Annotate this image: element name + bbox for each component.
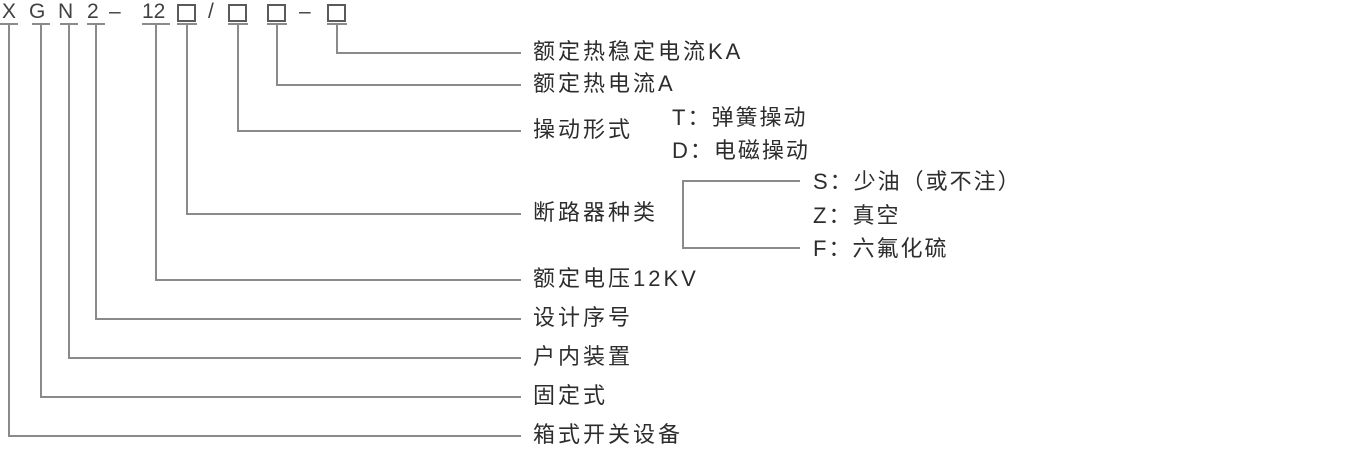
- connector-operation-mode-h: [237, 130, 521, 132]
- thermal-stability-box-icon: [327, 4, 346, 22]
- connector-thermal-stability-h: [336, 52, 521, 54]
- connector-thermal-current-h: [276, 84, 521, 86]
- option-vacuum: Z：真空: [813, 203, 901, 228]
- connector-design-serial-v: [95, 24, 97, 320]
- connector-fixed-v: [40, 24, 42, 398]
- option-sf6: F：六氟化硫: [813, 236, 949, 261]
- connector-operation-mode-v: [237, 24, 239, 132]
- label-breaker-type: 断路器种类: [533, 200, 659, 225]
- code-char-n: N: [58, 0, 74, 23]
- breaker-options-bracket-v: [682, 180, 684, 249]
- code-char-2: 2: [87, 0, 99, 23]
- connector-rated-voltage-v: [155, 24, 157, 281]
- connector-box-switchgear-h: [8, 435, 521, 437]
- breaker-options-bracket-bottom-arm: [682, 247, 800, 249]
- label-design-serial: 设计序号: [533, 305, 634, 330]
- code-dash-2: –: [299, 0, 311, 23]
- code-slash: /: [208, 0, 214, 23]
- label-thermal-stability: 额定热稳定电流KA: [533, 39, 744, 64]
- label-fixed: 固定式: [533, 383, 609, 408]
- connector-design-serial-h: [95, 318, 521, 320]
- breaker-type-box-icon: [177, 4, 196, 22]
- option-min-oil: S：少油（或不注）: [813, 169, 1022, 194]
- connector-breaker-type-h: [186, 213, 521, 215]
- label-rated-voltage: 额定电压12KV: [533, 266, 699, 291]
- connector-thermal-stability-v: [336, 24, 338, 54]
- connector-rated-voltage-h: [155, 279, 521, 281]
- label-indoor: 户内装置: [533, 344, 634, 369]
- option-spring-operation: T：弹簧操动: [672, 105, 808, 130]
- label-box-switchgear: 箱式开关设备: [533, 422, 684, 447]
- label-operation-mode: 操动形式: [533, 117, 634, 142]
- breaker-options-bracket-top-arm: [682, 180, 800, 182]
- connector-thermal-current-v: [276, 24, 278, 86]
- label-thermal-current: 额定热电流A: [533, 71, 676, 96]
- rated-current-box-icon: [267, 4, 286, 22]
- code-num-12: 12: [142, 0, 166, 23]
- code-char-g: G: [29, 0, 46, 23]
- connector-indoor-v: [68, 24, 70, 359]
- code-dash-1: –: [109, 0, 121, 23]
- option-magnetic-operation: D：电磁操动: [672, 138, 810, 163]
- connector-box-switchgear-v: [8, 24, 10, 437]
- connector-indoor-h: [68, 357, 521, 359]
- operation-mode-box-icon: [228, 4, 247, 22]
- code-char-x: X: [2, 0, 17, 23]
- connector-breaker-type-v: [186, 24, 188, 215]
- connector-fixed-h: [40, 396, 521, 398]
